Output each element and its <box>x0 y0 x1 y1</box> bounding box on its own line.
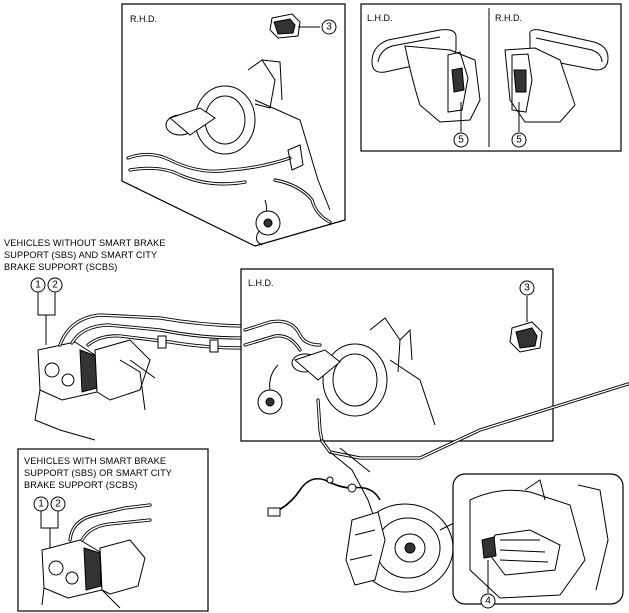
callout-3-mid: 3 <box>519 280 535 296</box>
harness-connector <box>267 507 281 517</box>
brake-pipes-mid-panel <box>243 319 324 443</box>
brake-booster-assembly-top <box>165 59 331 246</box>
panel-top-right: L.H.D. R.H.D. 5 5 <box>360 3 622 152</box>
callout-1-bottom: 1 <box>33 496 49 512</box>
svg-text:5: 5 <box>458 135 464 146</box>
callout-1-top: 1 <box>30 277 46 293</box>
svg-text:5: 5 <box>516 135 522 146</box>
brake-pipes-middle <box>58 313 302 411</box>
caption-without-sbs-line3: BRAKE SUPPORT (SCBS) <box>4 262 117 272</box>
wheel-hub-assembly <box>345 503 471 593</box>
panel-mid-lhd: L.H.D. 3 <box>240 268 554 443</box>
panel-top-rhd: R.H.D. 3 <box>121 3 346 247</box>
panel-rhd-label: R.H.D. <box>495 13 522 23</box>
connector-part-3-mid <box>509 296 543 353</box>
callout-3-top: 3 <box>321 19 337 35</box>
panel-with-sbs: VEHICLES WITH SMART BRAKE SUPPORT (SBS) … <box>17 448 209 612</box>
panel-top-rhd-label: R.H.D. <box>130 14 157 24</box>
panel-lhd-label: L.H.D. <box>367 13 393 23</box>
mirror-sensor-rhd <box>504 29 609 132</box>
svg-text:3: 3 <box>326 22 332 33</box>
leader-1-2-bottom <box>40 511 59 548</box>
svg-text:1: 1 <box>35 280 41 291</box>
panel-top-right-frame <box>360 3 622 152</box>
caption-without-sbs: VEHICLES WITHOUT SMART BRAKE SUPPORT (SB… <box>4 238 166 272</box>
callout-4: 4 <box>480 593 496 609</box>
callout-5-rhd: 5 <box>511 132 527 148</box>
abs-unit-with-sbs <box>41 503 152 609</box>
abs-unit-without-sbs <box>34 339 151 441</box>
svg-text:2: 2 <box>55 499 61 510</box>
callout-2-top: 2 <box>47 277 63 293</box>
pipe-clip-2 <box>209 339 219 353</box>
caption-with-sbs-line1: VEHICLES WITH SMART BRAKE <box>24 456 166 466</box>
pipe-clip <box>157 335 167 349</box>
mirror-sensor-lhd <box>371 29 481 132</box>
leader-1-2-top <box>37 292 56 345</box>
brake-booster-assembly-mid <box>257 317 436 426</box>
panel-mid-lhd-frame <box>240 268 554 442</box>
callout-5-lhd: 5 <box>453 132 469 148</box>
panel-mid-lhd-label: L.H.D. <box>248 278 274 288</box>
svg-text:1: 1 <box>38 499 44 510</box>
connector-part-3-top <box>269 13 320 39</box>
svg-text:3: 3 <box>524 283 530 294</box>
callout-2-bottom: 2 <box>50 496 66 512</box>
caption-with-sbs-line2: SUPPORT (SBS) OR SMART CITY <box>24 468 172 478</box>
svg-text:4: 4 <box>485 596 491 607</box>
detail-inset-wheel-sensor <box>452 473 624 605</box>
svg-text:2: 2 <box>52 280 58 291</box>
brake-line-to-wheel <box>320 382 629 521</box>
caption-without-sbs-line1: VEHICLES WITHOUT SMART BRAKE <box>4 238 166 248</box>
caption-without-sbs-line2: SUPPORT (SBS) AND SMART CITY <box>4 250 157 260</box>
brake-pipes-top <box>126 144 332 224</box>
caption-with-sbs-line3: BRAKE SUPPORT (SCBS) <box>24 480 137 490</box>
wheel-sensor-harness <box>267 476 381 517</box>
